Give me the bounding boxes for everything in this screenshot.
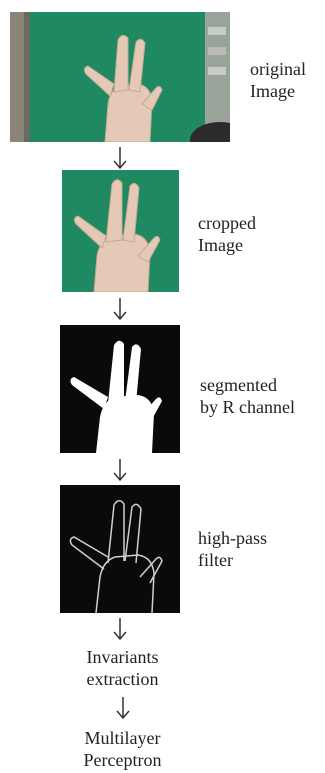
step-invariants-extraction: Invariants extraction: [0, 646, 245, 690]
original-image-panel: [10, 12, 230, 142]
down-arrow-icon: [110, 146, 130, 170]
stage-label-original: original Image: [250, 58, 306, 102]
segmented-image: [60, 325, 180, 453]
down-arrow-icon: [110, 458, 130, 482]
down-arrow-icon: [113, 696, 133, 720]
stage-label-segmented: segmented by R channel: [200, 374, 295, 418]
step-multilayer-perceptron: Multilayer Perceptron: [0, 727, 245, 771]
down-arrow-icon: [110, 297, 130, 321]
original-image: [10, 12, 230, 142]
cropped-image: [62, 170, 179, 292]
segmented-image-panel: [60, 325, 180, 453]
stage-label-cropped: cropped Image: [198, 212, 256, 256]
highpass-image: [60, 485, 180, 613]
stage-label-highpass: high-pass filter: [198, 527, 267, 571]
down-arrow-icon: [110, 617, 130, 641]
cropped-image-panel: [62, 170, 179, 292]
highpass-image-panel: [60, 485, 180, 613]
